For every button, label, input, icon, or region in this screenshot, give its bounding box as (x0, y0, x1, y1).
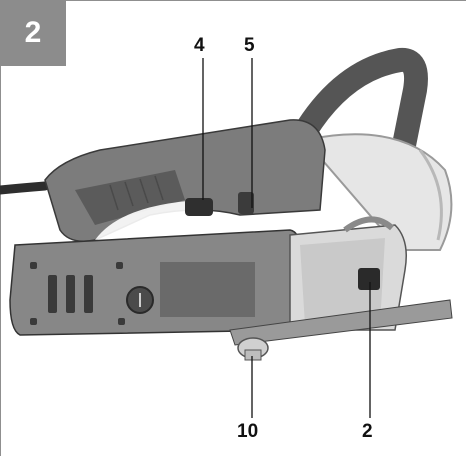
motor-side-panel (160, 262, 255, 317)
spindle-lock-knob (237, 337, 269, 361)
trigger-switch (185, 198, 213, 216)
callout-10: 10 (237, 421, 259, 442)
callout-4: 4 (194, 35, 205, 56)
switch-lock (238, 192, 254, 214)
blade-guard (303, 133, 453, 251)
depth-lock-knob (358, 268, 380, 290)
callout-2: 2 (362, 421, 373, 442)
auxiliary-handle (288, 47, 428, 202)
figure-number-badge: 2 (0, 0, 66, 66)
callout-5: 5 (244, 35, 255, 56)
power-cord (0, 181, 50, 195)
depth-guide (343, 216, 395, 233)
base-plate (229, 299, 453, 346)
